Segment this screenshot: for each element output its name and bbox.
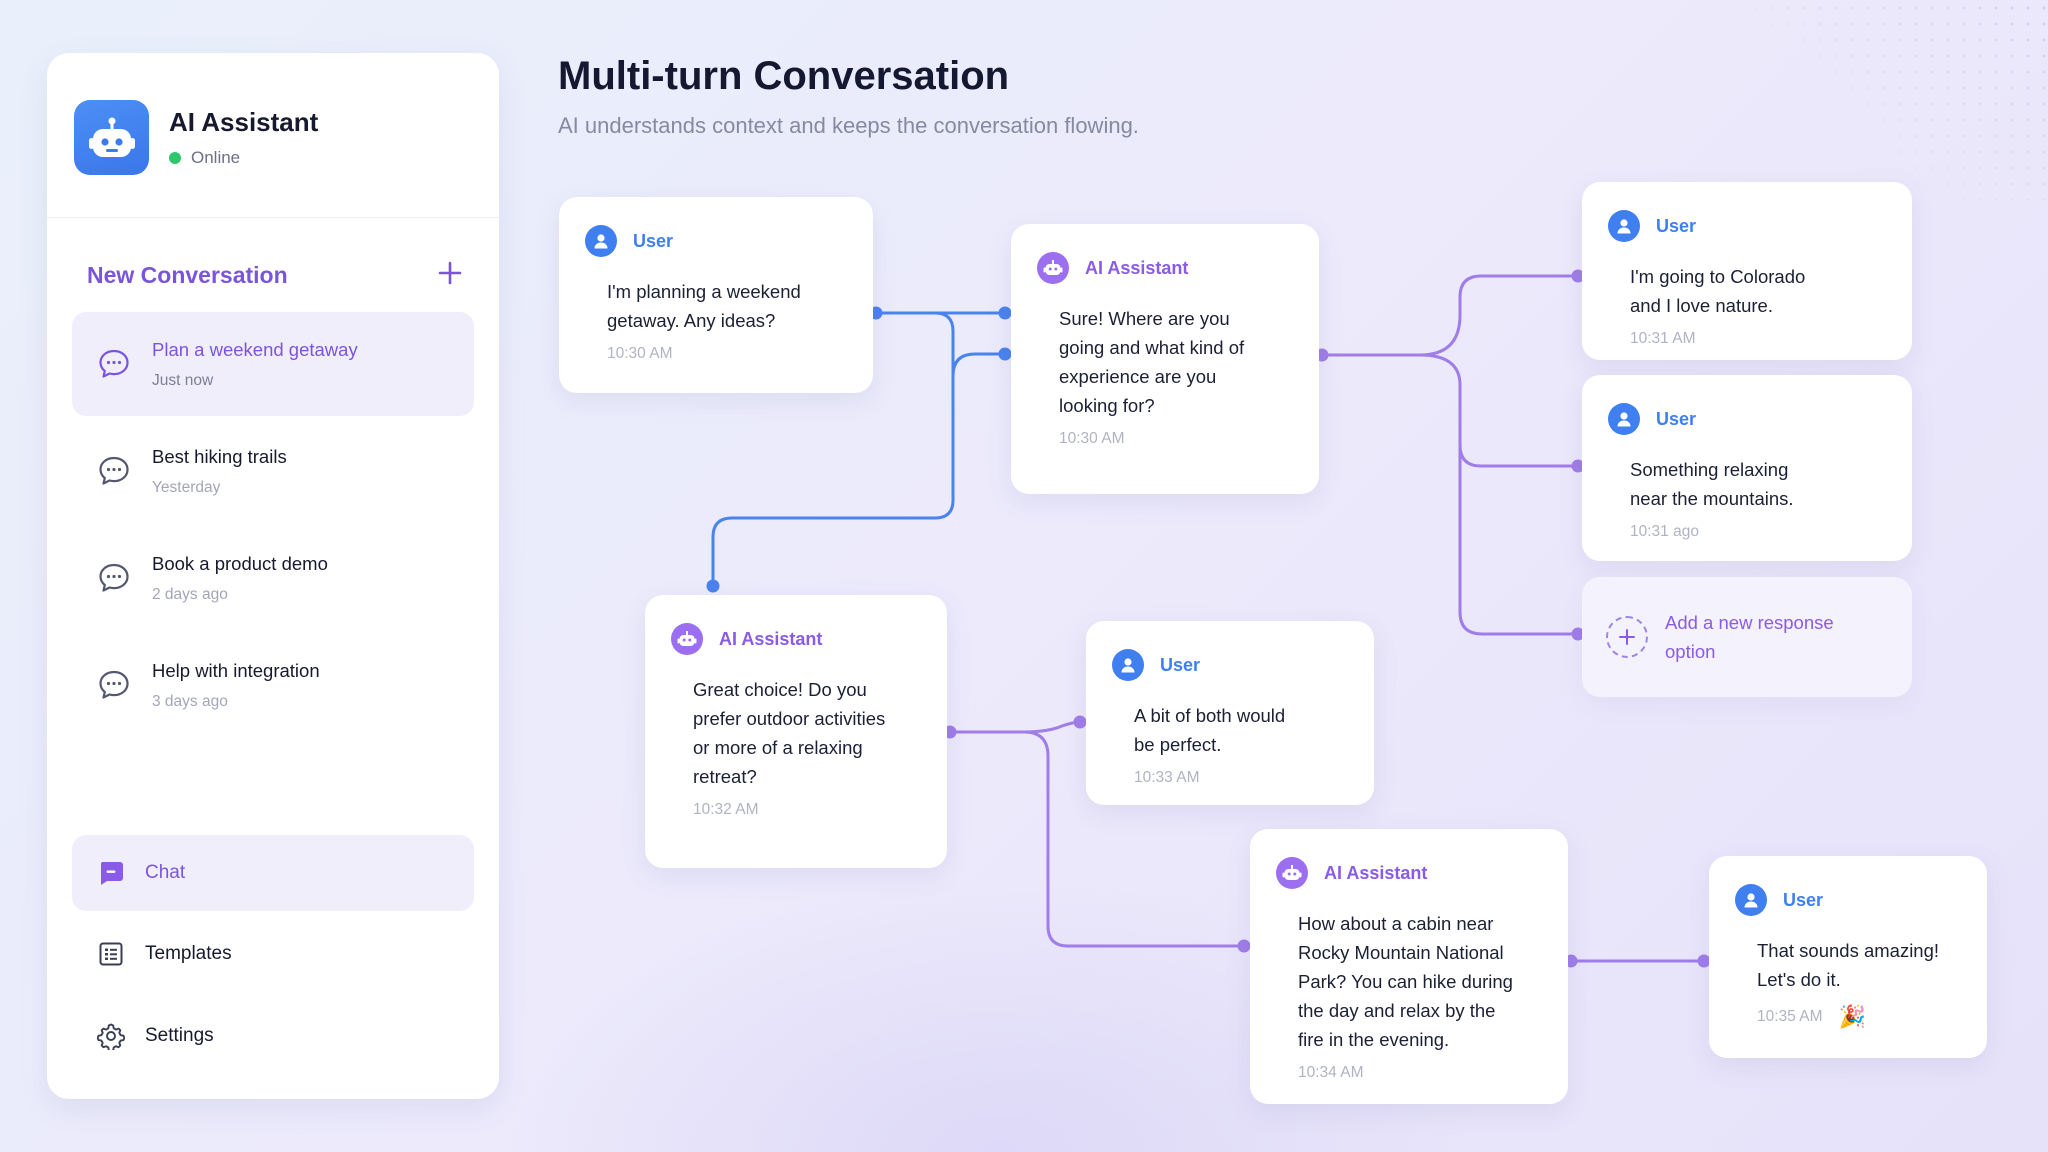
status-label: Online (191, 148, 241, 167)
nav-item-templates[interactable]: Templates (72, 916, 474, 992)
message-time: 10:31 AM (1630, 330, 1696, 347)
gear-icon (97, 1023, 125, 1050)
online-dot-icon (169, 152, 181, 164)
party-popper-icon: 🎉 (1838, 1004, 1866, 1029)
message-time: 10:30 AM (607, 345, 673, 362)
message-time: 10:32 AM (693, 801, 759, 818)
page-subtitle: AI understands context and keeps the con… (558, 113, 1139, 138)
new-conversation-row: New Conversation (87, 258, 467, 292)
message-role: User (1656, 408, 1697, 429)
online-status: Online (169, 148, 318, 168)
chat-bubble-icon (99, 456, 129, 485)
robot-avatar-icon (1276, 857, 1308, 889)
new-conversation-button[interactable] (433, 258, 467, 292)
user-avatar-icon (1608, 403, 1640, 435)
conversation-time: 3 days ago (152, 692, 228, 710)
nav-label: Settings (145, 1025, 214, 1046)
conversation-item-book-product-demo[interactable]: Book a product demo 2 days ago (72, 526, 474, 630)
page-title: Multi-turn Conversation (558, 54, 1010, 98)
message-time: 10:31 ago (1630, 523, 1699, 540)
conversation-item-help-with-integration[interactable]: Help with integration 3 days ago (72, 633, 474, 737)
message-card-user-5[interactable]: User That sounds amazing!Let's do it. 10… (1709, 856, 1987, 1058)
user-avatar-icon (1112, 649, 1144, 681)
conversation-time: Just now (152, 371, 214, 389)
user-avatar-icon (1608, 210, 1640, 242)
chat-bubble-icon (99, 670, 129, 699)
robot-avatar-icon (1037, 252, 1069, 284)
nav-item-chat[interactable]: Chat (72, 835, 474, 911)
message-role: AI Assistant (1324, 862, 1428, 883)
user-avatar-icon (1735, 884, 1767, 916)
message-role: User (1160, 654, 1201, 675)
brand-name: AI Assistant (169, 107, 319, 137)
conversation-title: Best hiking trails (152, 445, 287, 467)
conversation-title: Plan a weekend getaway (152, 338, 358, 360)
message-time: 10:33 AM (1134, 769, 1200, 786)
conversation-title: Help with integration (152, 659, 320, 681)
user-avatar-icon (585, 225, 617, 257)
message-text: That sounds amazing!Let's do it. (1757, 940, 1940, 990)
chat-bubble-icon (99, 563, 129, 592)
nav-item-settings[interactable]: Settings (72, 998, 474, 1074)
message-role: AI Assistant (719, 628, 823, 649)
templates-icon (99, 942, 123, 966)
conversation-item-best-hiking-trails[interactable]: Best hiking trails Yesterday (72, 419, 474, 523)
message-role: User (633, 230, 674, 251)
message-time: 10:34 AM (1298, 1064, 1364, 1081)
message-role: User (1783, 889, 1824, 910)
chat-bubble-icon (99, 349, 129, 378)
conversation-item-plan-weekend-getaway[interactable]: Plan a weekend getaway Just now (72, 312, 474, 416)
conversation-title: Book a product demo (152, 552, 328, 574)
nav-label: Templates (145, 943, 232, 964)
chat-icon (100, 862, 123, 885)
brand: AI Assistant Online (74, 100, 318, 175)
message-time: 10:35 AM 🎉 (1757, 1004, 1866, 1029)
new-conversation-label[interactable]: New Conversation (87, 261, 288, 288)
robot-avatar-icon (671, 623, 703, 655)
conversation-time: 2 days ago (152, 585, 228, 603)
plus-icon (438, 261, 462, 285)
sidebar: AI Assistant Online New Conversation Pla… (47, 53, 499, 1099)
robot-logo-icon (74, 100, 149, 175)
sidebar-divider (47, 217, 499, 218)
message-role: AI Assistant (1085, 257, 1189, 278)
nav-label: Chat (145, 862, 186, 883)
add-plus-icon (1606, 616, 1648, 658)
message-role: User (1656, 215, 1697, 236)
conversation-time: Yesterday (152, 478, 221, 496)
message-time: 10:30 AM (1059, 430, 1125, 447)
dot-pattern (1748, 0, 2048, 200)
